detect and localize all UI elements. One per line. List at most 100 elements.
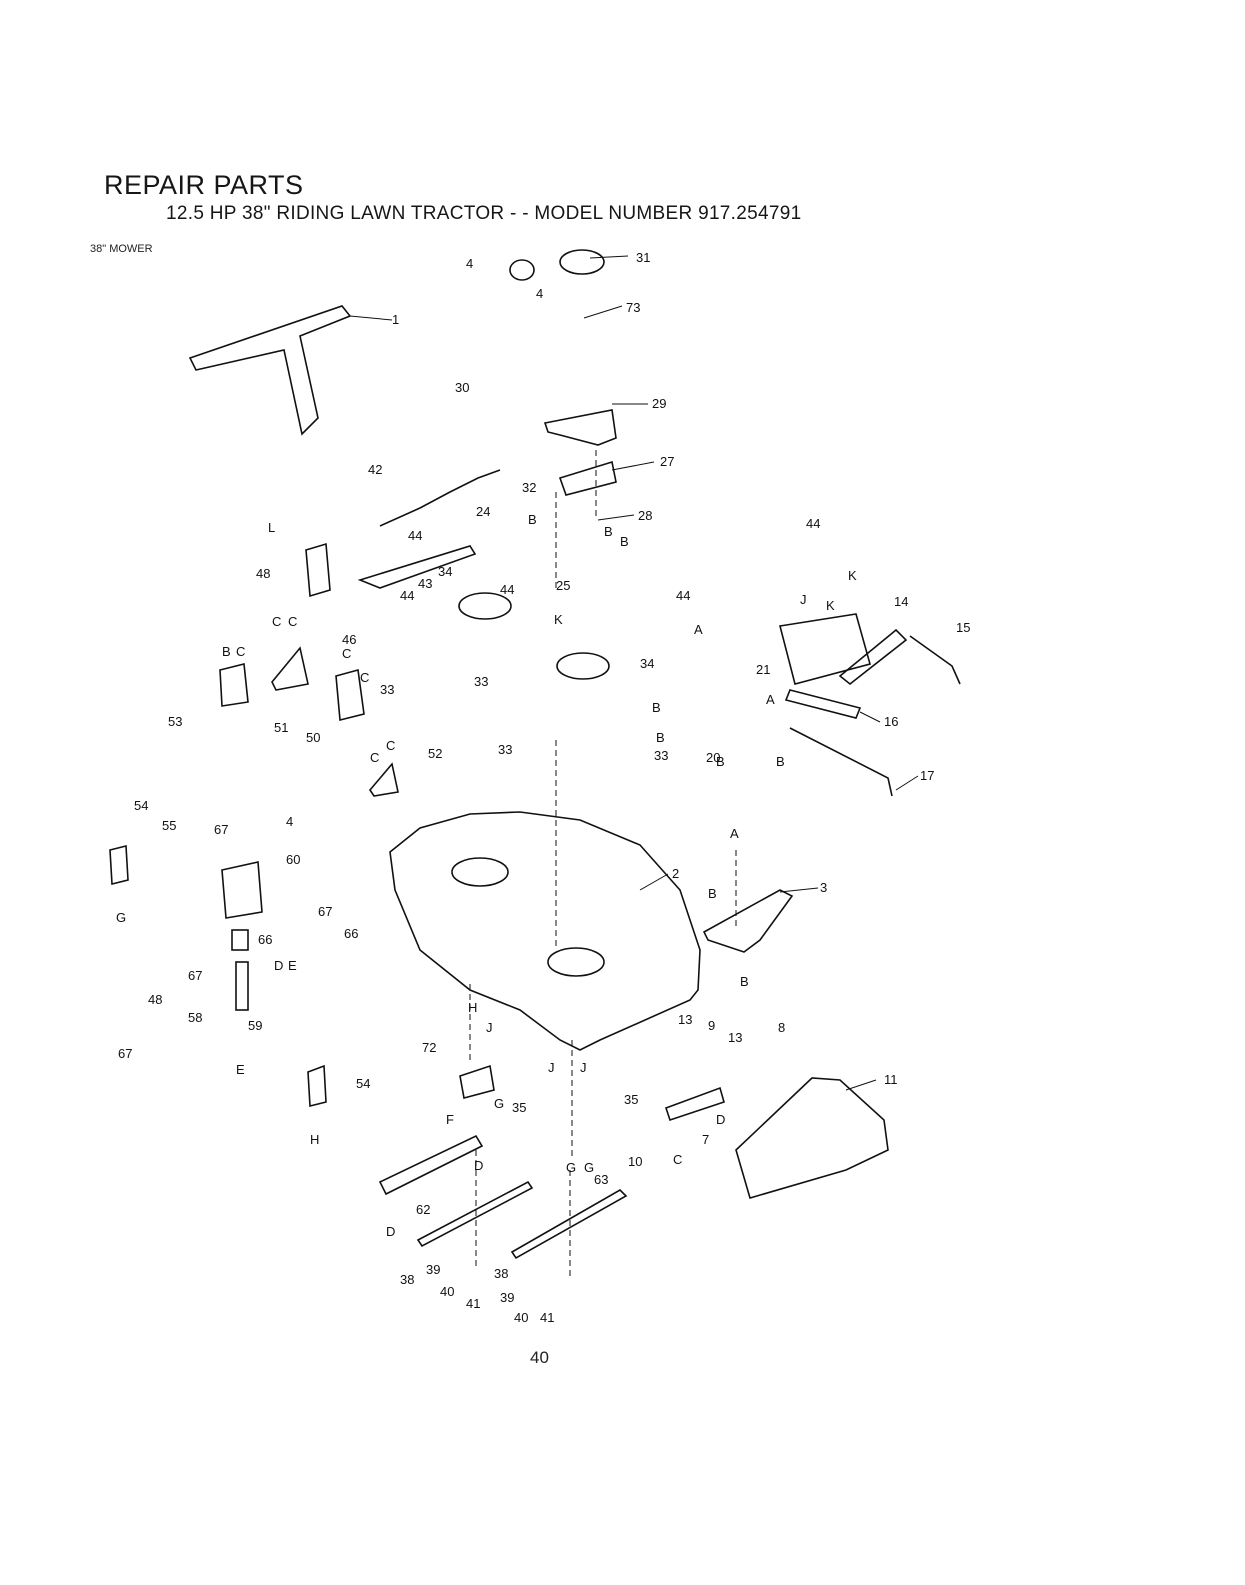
callout-38: 38 <box>494 1266 508 1281</box>
rod-15-drawing <box>909 635 961 685</box>
callout-13: 13 <box>678 1012 692 1027</box>
callout-44: 44 <box>408 528 422 543</box>
callout-33: 33 <box>474 674 488 689</box>
callout-67: 67 <box>318 904 332 919</box>
reference-letter-B: B <box>604 524 613 539</box>
page-title: REPAIR PARTS <box>104 170 304 200</box>
callout-29: 29 <box>652 396 666 411</box>
reference-letter-C: C <box>386 738 395 753</box>
lever-43-drawing <box>357 545 477 589</box>
callout-33: 33 <box>654 748 668 763</box>
bracket-53-drawing <box>219 663 249 707</box>
bracket-50-drawing <box>335 668 365 722</box>
roller-66-drawing <box>231 929 249 951</box>
section-label: 38" MOWER <box>90 243 153 255</box>
callout-11: 11 <box>884 1072 898 1087</box>
callout-30: 30 <box>455 380 469 395</box>
callout-35: 35 <box>512 1100 526 1115</box>
leader-lines <box>349 255 919 1091</box>
callout-14: 14 <box>894 594 908 609</box>
reference-letter-G: G <box>494 1096 504 1111</box>
callout-42: 42 <box>368 462 382 477</box>
reference-letter-K: K <box>826 598 835 613</box>
callout-21: 21 <box>756 662 770 677</box>
reference-letter-C: C <box>342 646 351 661</box>
idler-bracket-drawing <box>543 409 617 446</box>
reference-letter-C: C <box>370 750 379 765</box>
reference-letter-D: D <box>716 1112 725 1127</box>
callout-4: 4 <box>536 286 543 301</box>
callout-4: 4 <box>286 814 293 829</box>
callout-34: 34 <box>438 564 452 579</box>
callout-62: 62 <box>416 1202 430 1217</box>
callout-54: 54 <box>356 1076 370 1091</box>
reference-letter-E: E <box>236 1062 245 1077</box>
reference-letter-D: D <box>386 1224 395 1239</box>
callout-67: 67 <box>188 968 202 983</box>
reference-letter-C: C <box>272 614 281 629</box>
callout-72: 72 <box>422 1040 436 1055</box>
callout-20: 20 <box>706 750 720 765</box>
callout-4: 4 <box>466 256 473 271</box>
bracket-27-drawing <box>558 460 617 496</box>
callout-9: 9 <box>708 1018 715 1033</box>
callout-7: 7 <box>702 1132 709 1147</box>
arm-3-drawing <box>702 889 794 953</box>
blade-38-left-drawing <box>416 1180 534 1248</box>
spindle-pulley-right-drawing <box>556 652 610 680</box>
page-number: 40 <box>530 1348 549 1367</box>
callout-33: 33 <box>380 682 394 697</box>
callout-53: 53 <box>168 714 182 729</box>
reference-letter-A: A <box>694 622 703 637</box>
callout-58: 58 <box>188 1010 202 1025</box>
plate-16-drawing <box>784 689 862 719</box>
callout-25: 25 <box>556 578 570 593</box>
reference-letter-D: D <box>274 958 283 973</box>
callout-1: 1 <box>392 312 399 327</box>
callout-labels: 1234447891011131314151617202124252728293… <box>118 250 970 1325</box>
reference-letter-B: B <box>620 534 629 549</box>
front-hanger-14-drawing <box>779 613 871 685</box>
reference-letter-C: C <box>673 1152 682 1167</box>
callout-67: 67 <box>118 1046 132 1061</box>
callout-3: 3 <box>820 880 827 895</box>
callout-48: 48 <box>148 992 162 1007</box>
callout-28: 28 <box>638 508 652 523</box>
reference-letter-B: B <box>652 700 661 715</box>
callout-51: 51 <box>274 720 288 735</box>
deck-spindle-hole-right <box>547 947 605 977</box>
bracket-51-drawing <box>271 646 309 691</box>
reference-letter-G: G <box>566 1160 576 1175</box>
reference-letter-B: B <box>528 512 537 527</box>
callout-73: 73 <box>626 300 640 315</box>
callout-40: 40 <box>514 1310 528 1325</box>
callout-48: 48 <box>256 566 270 581</box>
callout-40: 40 <box>440 1284 454 1299</box>
callout-39: 39 <box>500 1290 514 1305</box>
callout-46: 46 <box>342 632 356 647</box>
callout-33: 33 <box>498 742 512 757</box>
reference-letter-G: G <box>584 1160 594 1175</box>
callout-66: 66 <box>344 926 358 941</box>
spindle-pulley-left-drawing <box>458 592 512 620</box>
callout-59: 59 <box>248 1018 262 1033</box>
discharge-chute-11-drawing <box>735 1077 889 1199</box>
reference-letter-J: J <box>800 592 807 607</box>
rod-17-drawing <box>789 727 893 797</box>
bracket-48-drawing <box>305 542 331 598</box>
reference-letter-L: L <box>268 520 275 535</box>
callout-8: 8 <box>778 1020 785 1035</box>
reference-letter-C: C <box>288 614 297 629</box>
callout-38: 38 <box>400 1272 414 1287</box>
bracket-54-upper-drawing <box>109 844 129 886</box>
reference-letter-H: H <box>468 1000 477 1015</box>
callout-35: 35 <box>624 1092 638 1107</box>
callout-10: 10 <box>628 1154 642 1169</box>
callout-44: 44 <box>500 582 514 597</box>
callout-63: 63 <box>594 1172 608 1187</box>
callout-54: 54 <box>134 798 148 813</box>
reference-letter-K: K <box>554 612 563 627</box>
callout-39: 39 <box>426 1262 440 1277</box>
